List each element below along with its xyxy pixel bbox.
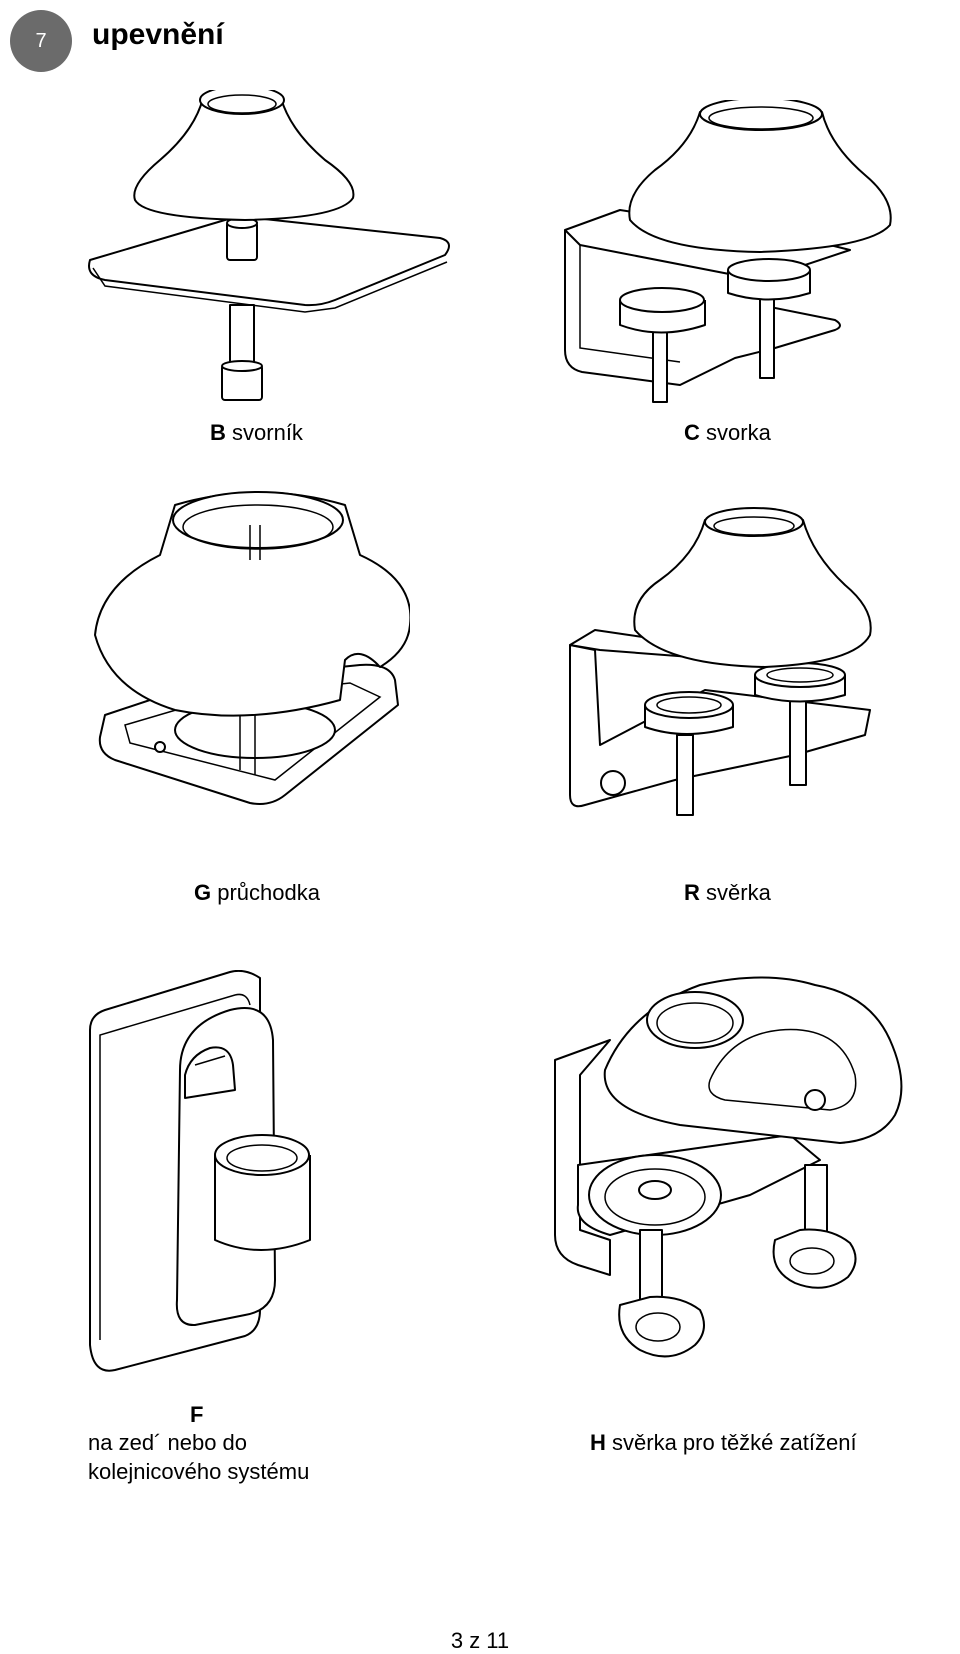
- caption-wall-letter: F: [190, 1402, 204, 1427]
- figure-grommet: [90, 485, 410, 815]
- caption-letter: H: [590, 1430, 606, 1455]
- heavy-duty-clamp-drawing: [554, 976, 903, 1358]
- caption-wall-line2: kolejnicového systému: [88, 1459, 310, 1484]
- figure-bolt-mount: [85, 90, 465, 420]
- caption-robust-clamp: R svěrka: [684, 880, 771, 906]
- robust-clamp-drawing: [569, 507, 872, 816]
- step-number-badge: 7: [10, 10, 72, 72]
- figure-clamp: [560, 100, 900, 410]
- caption-label: svěrka pro těžké zatížení: [612, 1430, 857, 1455]
- caption-bolt: B svorník: [210, 420, 303, 446]
- caption-label: průchodka: [217, 880, 320, 905]
- caption-label: svorka: [706, 420, 771, 445]
- caption-label: svěrka: [706, 880, 771, 905]
- caption-letter: B: [210, 420, 226, 445]
- caption-clamp: C svorka: [684, 420, 771, 446]
- caption-heavy-duty-clamp: H svěrka pro těžké zatížení: [590, 1430, 857, 1456]
- caption-wall-line1: na zed´ nebo do: [88, 1430, 248, 1455]
- clamp-drawing: [564, 100, 892, 403]
- caption-letter: R: [684, 880, 700, 905]
- grommet-drawing: [94, 491, 410, 805]
- caption-label: svorník: [232, 420, 303, 445]
- figure-robust-clamp: [565, 505, 875, 825]
- bolt-mount-drawing: [88, 90, 450, 401]
- caption-grommet: G průchodka: [194, 880, 320, 906]
- figure-wall-mount: [85, 970, 345, 1380]
- figure-heavy-duty-clamp: [550, 965, 915, 1395]
- section-title: upevnění: [92, 18, 224, 51]
- page-number: 3 z 11: [450, 1628, 510, 1653]
- caption-letter: C: [684, 420, 700, 445]
- caption-letter: G: [194, 880, 212, 905]
- wall-mount-drawing: [89, 970, 311, 1372]
- step-number: 7: [35, 29, 47, 52]
